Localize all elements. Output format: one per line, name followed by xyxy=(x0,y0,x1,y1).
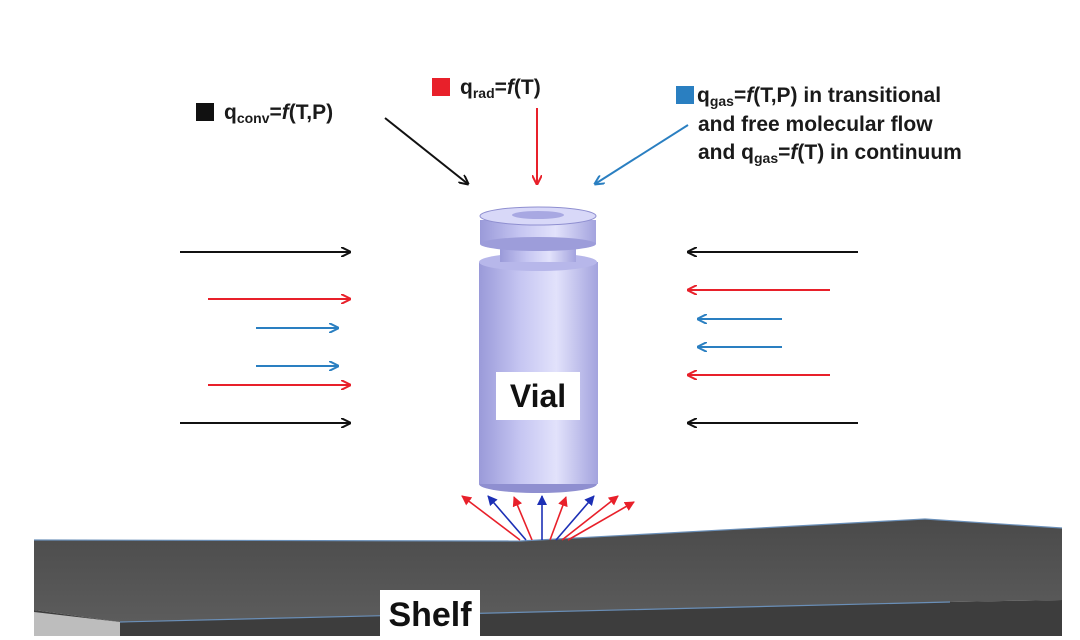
legend-gas-line2: and free molecular flow xyxy=(698,112,933,136)
legend-gas: qgas=f(T,P) in transitional and free mol… xyxy=(676,82,962,168)
legend-rad: qrad=f(T) xyxy=(432,74,541,103)
shelf-label: Shelf xyxy=(380,590,480,636)
vial-label: Vial xyxy=(496,372,580,420)
vial xyxy=(479,206,598,493)
shelf-radiation-fan xyxy=(461,495,635,541)
red-square-icon xyxy=(432,78,450,96)
shelf xyxy=(33,518,1063,636)
conv-arrow-top xyxy=(384,117,468,184)
shelf-left-corner xyxy=(34,612,120,636)
blue-square-icon xyxy=(676,86,694,104)
legend-conv: qconv=f(T,P) xyxy=(196,99,333,128)
shelf-top-surface xyxy=(34,519,1062,622)
shelf-front-edge xyxy=(34,600,1062,636)
legend-gas-line3: and qgas=f(T) in continuum xyxy=(698,141,962,167)
gas-arrow-top xyxy=(595,124,689,184)
black-square-icon xyxy=(196,103,214,121)
legend-gas-line1: qgas=f(T,P) in transitional xyxy=(676,82,962,111)
